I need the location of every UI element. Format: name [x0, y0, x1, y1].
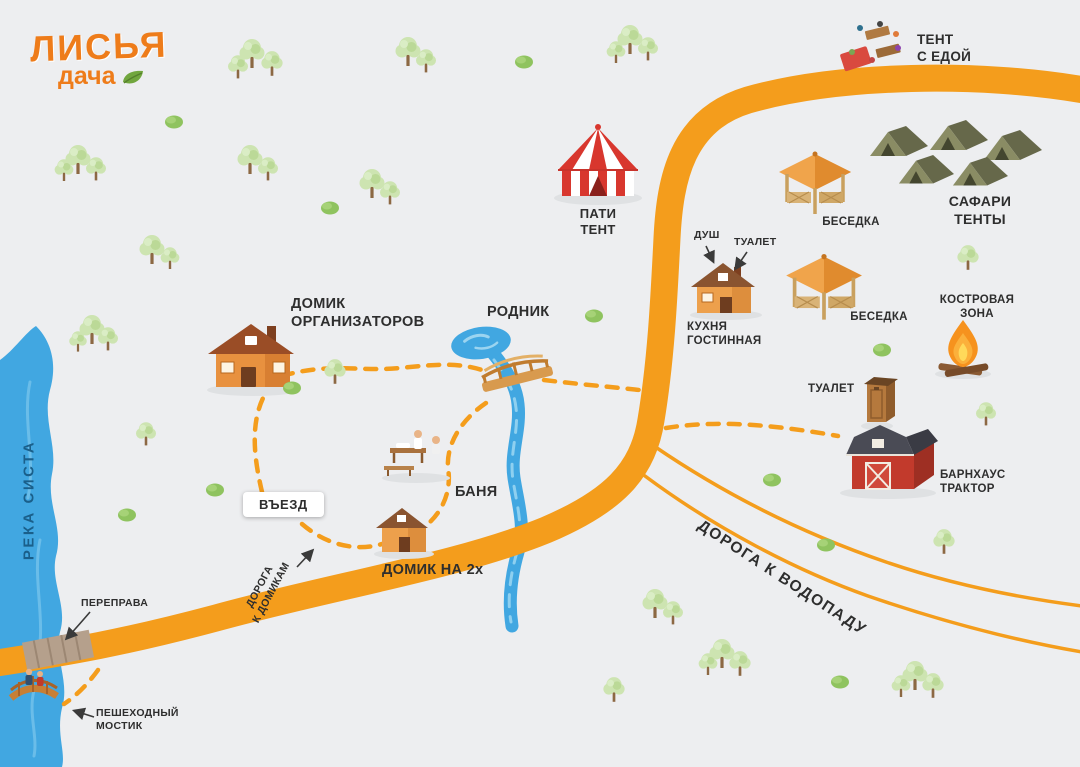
label-toilet-south: ТУАЛЕТ — [808, 383, 855, 395]
pedestrian-bridge — [8, 668, 59, 701]
label-spring: РОДНИК — [487, 304, 550, 320]
label-safari-tents: САФАРИ ТЕНТЫ — [948, 193, 1012, 227]
waterfall-road — [643, 444, 1080, 654]
label-crossing: ПЕРЕПРАВА — [81, 597, 149, 609]
party-tent-illustration — [554, 124, 642, 205]
label-toilet-north: ТУАЛЕТ — [734, 236, 777, 248]
label-org-house: ДОМИК ОРГАНИЗАТОРОВ — [291, 296, 425, 331]
label-river-sista: РЕКА СИСТА — [20, 439, 38, 561]
pointer-arrows — [64, 245, 748, 720]
kitchen-illustration — [690, 263, 762, 320]
barnhouse-illustration — [840, 425, 938, 499]
spring-pond — [451, 326, 511, 360]
label-banya: БАНЯ — [455, 484, 498, 500]
label-fire-zone: КОСТРОВАЯ ЗОНА — [939, 294, 1015, 321]
label-house-for-2: ДОМИК НА 2х — [382, 562, 484, 578]
campfire-illustration — [935, 320, 991, 379]
label-gazebo-2: БЕСЕДКА — [850, 311, 908, 323]
label-shower: ДУШ — [694, 229, 720, 241]
stream — [485, 345, 528, 633]
house-for-2-illustration — [374, 508, 434, 559]
logo-subtitle: дача — [58, 62, 116, 90]
leaf-icon — [122, 70, 143, 84]
label-food-tent: ТЕНТ С ЕДОЙ — [917, 32, 972, 64]
organizers-house-illustration — [207, 324, 299, 396]
outhouse-illustration — [861, 377, 898, 430]
label-footbridge: ПЕШЕХОДНЫЙ МОСТИК — [96, 707, 179, 733]
banya-illustration — [382, 430, 450, 483]
dashed-paths — [61, 362, 841, 707]
entrance-sign: ВЪЕЗД — [243, 492, 324, 517]
logo-title: ЛИСЬЯ — [29, 23, 169, 70]
main-road — [0, 64, 1080, 677]
logo: ЛИСЬЯ дача — [29, 23, 169, 91]
label-gazebo-1: БЕСЕДКА — [822, 216, 880, 228]
spring-bridge — [481, 354, 553, 392]
label-kitchen: КУХНЯ ГОСТИННАЯ — [687, 321, 762, 348]
label-party-tent: ПАТИ ТЕНТ — [579, 206, 617, 238]
safari-tents-illustration — [870, 120, 1042, 186]
label-barnhouse: БАРНХАУС ТРАКТОР — [940, 469, 1006, 496]
food-tent-illustration — [840, 21, 901, 72]
gazebo-1-illustration — [777, 149, 853, 216]
